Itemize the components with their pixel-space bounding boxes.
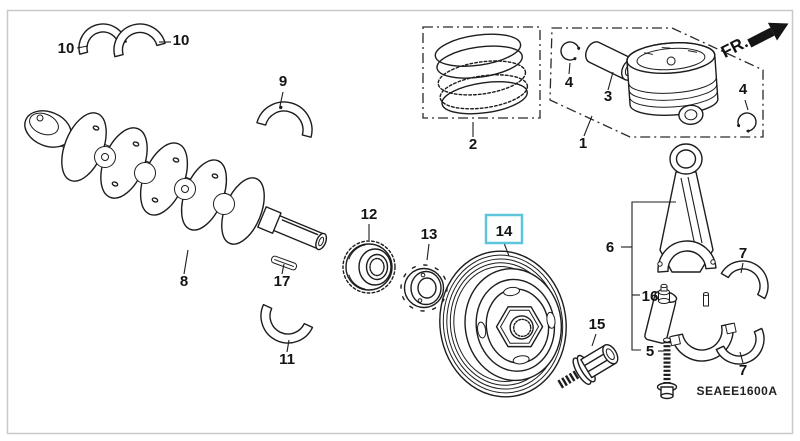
callout-9[interactable]: 9 [279,73,287,90]
rod-bearing-lower-drawing [715,327,765,365]
callout-14-label: 14 [496,223,513,240]
piston-kit-box [549,27,764,138]
timing-sprocket-drawing [342,240,396,294]
callout-17[interactable]: 17 [274,273,291,290]
callout-3[interactable]: 3 [604,88,612,105]
callout-4-right[interactable]: 4 [739,81,748,98]
rod-bolt-drawing [656,337,678,400]
main-bearing-upper-left-drawing [78,23,127,55]
pin-clip-left-drawing [560,41,581,61]
callout-16[interactable]: 16 [642,288,659,305]
fr-arrow-icon [747,22,789,48]
crank-pulley-drawing [439,250,567,398]
callout-7-lower[interactable]: 7 [739,362,747,379]
callout-11[interactable]: 11 [279,351,295,368]
piston-drawing [626,42,719,125]
callout-6[interactable]: 6 [606,239,614,256]
callout-14-selected[interactable]: 14 [484,213,524,245]
leader-lines [76,41,749,364]
crankshaft-key-drawing [270,255,298,271]
ring-set-box [422,26,541,119]
connecting-rod-drawing [657,143,717,273]
callout-8[interactable]: 8 [180,273,188,290]
diagram-border [6,9,794,435]
callout-2[interactable]: 2 [469,136,477,153]
main-bearing-9-drawing [256,101,313,138]
rod-nut-drawing [658,283,670,304]
callout-1[interactable]: 1 [579,135,587,152]
pulley-bolt-drawing [557,343,619,389]
crankshaft-drawing [24,110,328,251]
fr-label: FR. [718,32,751,61]
callout-10-left[interactable]: 10 [58,40,75,57]
main-bearing-11-drawing [260,303,314,344]
callout-12[interactable]: 12 [361,206,378,223]
fr-direction: FR. [718,22,789,62]
piston-ring-set-drawing [434,33,529,115]
pin-clip-right-drawing [737,112,757,133]
callout-7-upper[interactable]: 7 [739,245,747,262]
callout-14-highlight-box [484,213,524,245]
callout-15[interactable]: 15 [589,316,606,333]
rod-bearing-upper-drawing [720,260,769,300]
callout-10-right[interactable]: 10 [173,32,190,49]
callout-4-left[interactable]: 4 [565,74,574,91]
callout-5[interactable]: 5 [646,343,654,360]
diagram-code: SEAEE1600A [696,384,777,398]
callout-13[interactable]: 13 [421,226,438,243]
pulse-plate-drawing [400,264,448,312]
main-bearing-upper-right-drawing [113,23,166,58]
